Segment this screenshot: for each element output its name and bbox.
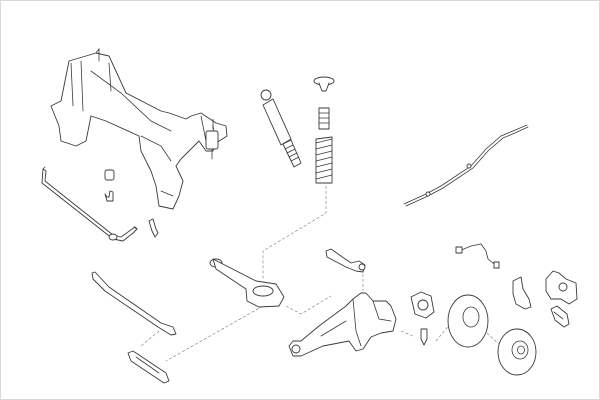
brake-caliper [545,270,578,305]
rear-knuckle [288,292,397,357]
stabilizer-bushing [104,169,115,202]
wheel-hub-bearing [410,291,435,319]
shock-absorber [260,89,302,168]
tie-link [127,350,170,384]
caliper-carrier [512,276,532,310]
brake-disc [497,328,537,376]
brake-hose [455,243,500,269]
leader-lines [140,186,502,362]
lower-control-arm [209,258,285,308]
coil-spring [315,136,333,184]
stabilizer-link [148,218,159,238]
spring-top-mount [313,76,335,92]
stabilizer-bar [41,166,138,242]
handbrake-cable [403,124,529,207]
lateral-link [91,271,177,336]
bump-stop [318,107,330,130]
hub-bolt [420,328,428,346]
upper-link [325,248,366,273]
brake-pads [550,305,570,328]
rear-subframe [50,47,228,210]
brake-splash-shield [447,294,489,348]
